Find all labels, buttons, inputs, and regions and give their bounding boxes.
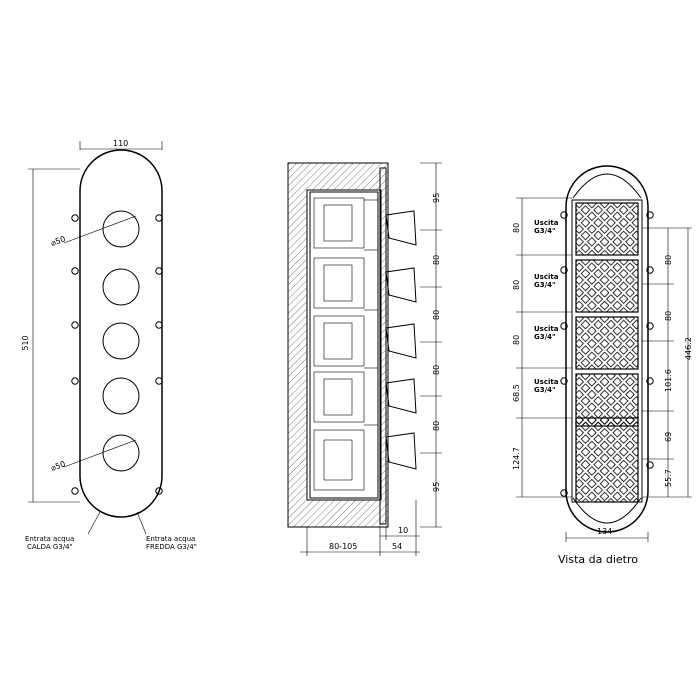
side-dim-4: 80 — [432, 365, 441, 375]
back-lattice-modules — [571, 199, 643, 503]
side-projection: 54 — [392, 542, 402, 551]
side-dim-5: 80 — [432, 421, 441, 431]
back-right-dim-4: 69 — [664, 432, 673, 442]
side-knobs — [385, 210, 417, 470]
back-total-height: 446.2 — [684, 337, 693, 360]
front-view: ⌀50 ⌀50 110 510 Entrata acqua CALDA G3/4… — [21, 139, 197, 551]
back-view: Uscita G3/4" Uscita G3/4" Uscita G3/4" U… — [512, 165, 693, 566]
front-height-dim: 510 — [21, 335, 30, 350]
mounting-lugs — [71, 214, 163, 495]
outlet-3-line1: Uscita — [534, 325, 559, 333]
side-dim-2: 80 — [432, 255, 441, 265]
back-left-dim-5: 124.7 — [512, 447, 521, 470]
back-right-dim-2: 80 — [664, 311, 673, 321]
back-right-dim-3: 101.6 — [664, 369, 673, 392]
back-right-dim-5: 55.7 — [664, 469, 673, 487]
outlet-4-line2: G3/4" — [534, 386, 556, 394]
outlet-3-line2: G3/4" — [534, 333, 556, 341]
back-right-ticks — [642, 227, 674, 498]
inlet-hot-line1: Entrata acqua — [25, 535, 74, 543]
outlet-4-line1: Uscita — [534, 378, 559, 386]
back-right-dim-1: 80 — [664, 255, 673, 265]
front-knob-2 — [102, 268, 140, 306]
wall-hatch — [287, 162, 389, 528]
front-knob-1 — [102, 210, 140, 248]
side-plate — [379, 167, 387, 525]
back-lugs — [560, 211, 654, 497]
front-knob-5 — [102, 434, 140, 472]
valve-body — [309, 191, 379, 499]
inlet-cold-line1: Entrata acqua — [146, 535, 195, 543]
side-wall-depth: 80-105 — [329, 542, 357, 551]
back-left-dim-3: 80 — [512, 335, 521, 345]
side-bottom-small: 10 — [398, 526, 408, 535]
back-left-dim-4: 68.5 — [512, 384, 521, 402]
side-dim-6: 95 — [432, 482, 441, 492]
outlet-1-line1: Uscita — [534, 219, 559, 227]
front-knob-4 — [102, 377, 140, 415]
diameter-bottom-label: ⌀50 — [50, 459, 67, 473]
side-dim-1: 95 — [432, 193, 441, 203]
front-plate — [79, 149, 163, 518]
side-dim-3: 80 — [432, 310, 441, 320]
back-plate — [565, 165, 649, 533]
back-left-dim-2: 80 — [512, 280, 521, 290]
outlet-2-line2: G3/4" — [534, 281, 556, 289]
valve-modules — [313, 197, 378, 491]
front-width-dim: 110 — [113, 139, 128, 148]
back-width-dim: 134 — [597, 527, 612, 536]
side-view: 95 80 80 80 80 95 10 80-105 54 — [287, 162, 442, 556]
side-dim-ticks — [420, 162, 442, 528]
outlet-2-line1: Uscita — [534, 273, 559, 281]
back-view-title: Vista da dietro — [558, 553, 638, 566]
front-knob-3 — [102, 322, 140, 360]
inlet-cold-line2: FREDDA G3/4" — [146, 543, 197, 551]
diameter-top-label: ⌀50 — [50, 234, 67, 248]
outlet-1-line2: G3/4" — [534, 227, 556, 235]
inlet-hot-line2: CALDA G3/4" — [27, 543, 73, 551]
back-left-ticks — [516, 197, 572, 498]
back-left-dim-1: 80 — [512, 223, 521, 233]
